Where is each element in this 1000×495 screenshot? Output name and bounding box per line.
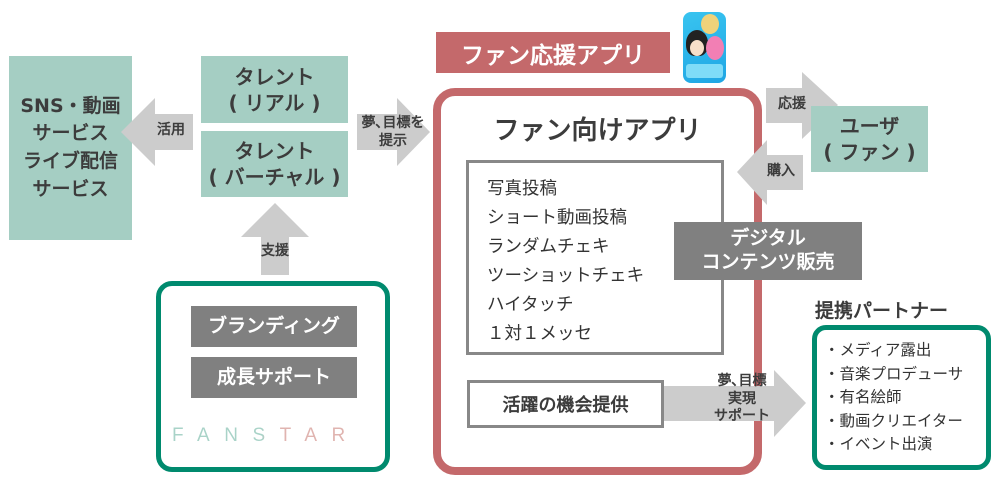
purchase-arrow: 購入 — [737, 140, 803, 205]
talent-virtual-line: ( バーチャル ) — [208, 165, 341, 189]
partners-heading: 提携パートナー — [815, 300, 949, 322]
present-dreams-arrow: 夢､目標を 提示 — [357, 98, 430, 166]
user-line: ( ファン ) — [823, 140, 916, 164]
sns-line: SNS・動画 — [20, 94, 121, 117]
partners-box: ・メディア露出 ・音楽プロデューサ ・有名絵師 ・動画クリエイター ・イベント出… — [812, 325, 991, 470]
partner-item: ・イベント出演 — [824, 435, 933, 453]
feature-item: ショート動画投稿 — [487, 208, 627, 228]
realize-line: 夢､目標 — [717, 373, 767, 389]
feature-item: １対１メッセ — [487, 324, 592, 344]
growth-support-label: 成長サポート — [191, 357, 357, 398]
user-fan-box: ユーザ ( ファン ) — [811, 106, 928, 172]
support-arrow: 支援 — [241, 203, 309, 275]
fanstar-logo-text: FANSTAR — [172, 425, 360, 446]
branding-label: ブランディング — [191, 306, 357, 347]
sns-line: サービス — [32, 177, 109, 200]
talent-real-line: ( リアル ) — [228, 90, 321, 115]
feature-item: ハイタッチ — [487, 295, 574, 315]
realize-line: 実現 — [728, 390, 756, 407]
user-line: ユーザ — [839, 114, 900, 138]
sns-line: サービス — [32, 122, 109, 145]
digital-line: コンテンツ販売 — [701, 251, 835, 273]
present-dreams-line: 提示 — [379, 132, 407, 149]
feature-item: ランダムチェキ — [487, 237, 610, 257]
partner-item: ・メディア露出 — [824, 341, 932, 359]
partner-item: ・有名絵師 — [824, 388, 902, 406]
partner-item: ・動画クリエイター — [824, 411, 963, 430]
talent-real-box: タレント ( リアル ) — [201, 56, 348, 123]
talent-real-line: タレント — [234, 64, 315, 89]
cheer-arrow: 応援 — [766, 72, 838, 139]
talent-virtual-box: タレント ( バーチャル ) — [201, 131, 348, 197]
realize-dreams-label: 夢､目標 実現 サポート — [702, 373, 782, 426]
support-label: 支援 — [261, 243, 289, 259]
partner-item: ・音楽プロデューサ — [824, 364, 964, 383]
purchase-label: 購入 — [767, 163, 795, 179]
fanstar-logo: FANSTAR — [172, 425, 378, 447]
sns-line: ライブ配信 — [22, 150, 118, 172]
present-dreams-label: 夢､目標を 提示 — [353, 115, 433, 150]
talent-virtual-line: タレント — [234, 139, 315, 163]
realize-line: サポート — [714, 408, 770, 424]
digital-content-sales-label: デジタル コンテンツ販売 — [674, 222, 862, 280]
cheer-label: 応援 — [778, 96, 806, 112]
app-title-banner: ファン応援アプリ — [436, 32, 670, 73]
sns-video-live-services-box: SNS・動画 サービス ライブ配信 サービス — [9, 56, 132, 240]
digital-line: デジタル — [730, 227, 806, 250]
feature-item: 写真投稿 — [487, 179, 557, 199]
opportunity-box: 活躍の機会提供 — [467, 380, 664, 428]
realize-dreams-arrow: 夢､目標 実現 サポート — [664, 370, 806, 437]
present-dreams-line: 夢､目標を — [361, 115, 425, 131]
utilize-label: 活用 — [157, 122, 185, 138]
fan-app-heading: ファン向けアプリ — [493, 116, 702, 146]
utilize-arrow: 活用 — [121, 98, 193, 166]
feature-item: ツーショットチェキ — [487, 266, 645, 286]
app-icon — [683, 12, 726, 83]
